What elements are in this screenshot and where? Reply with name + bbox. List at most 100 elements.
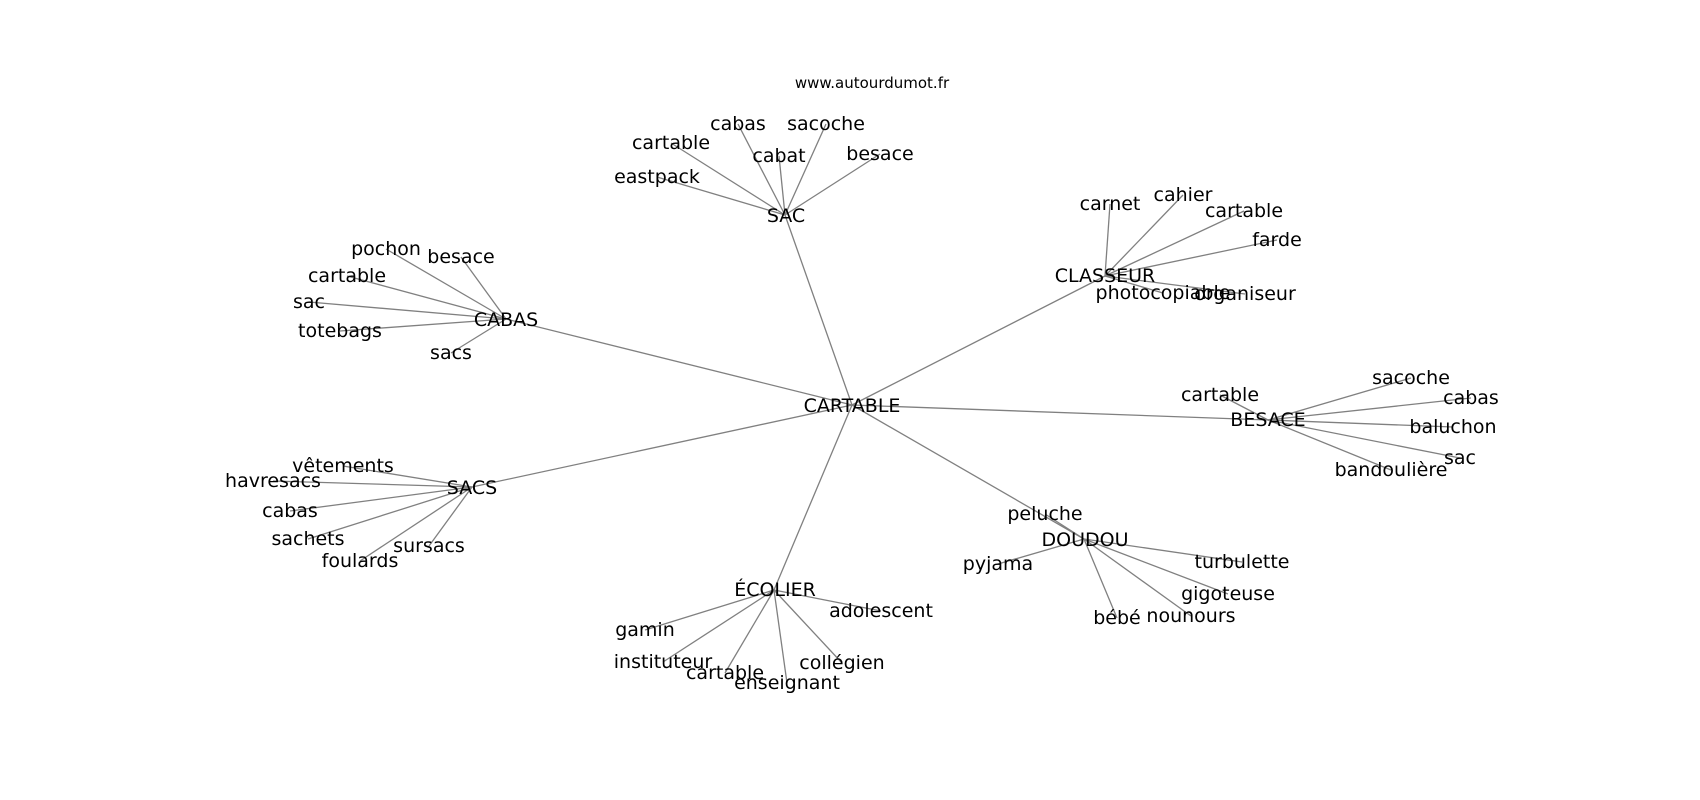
leaf-node: sacoche bbox=[787, 113, 865, 135]
edge-classeur-carnet bbox=[1104, 203, 1111, 277]
edge-cabas-pochon bbox=[385, 248, 507, 320]
leaf-node: cabat bbox=[752, 145, 805, 167]
edge-besace-sac bbox=[1267, 419, 1461, 459]
edge-ecolier-collegien bbox=[773, 589, 843, 664]
edge-cabas-sac bbox=[308, 301, 507, 320]
leaf-node: foulards bbox=[322, 550, 399, 572]
edge-besace-cartable bbox=[1219, 394, 1269, 421]
labels: www.autourdumot.fr CARTABLE SAC cabas sa… bbox=[225, 74, 1499, 694]
edge-center-besace bbox=[851, 404, 1269, 421]
leaf-node: organiseur bbox=[1194, 283, 1296, 305]
edge-ecolier-gamin bbox=[644, 589, 775, 631]
leaf-node: cartable bbox=[1205, 200, 1283, 222]
edge-sac-cabat bbox=[778, 155, 786, 216]
edge-doudou-turbulette bbox=[1083, 538, 1243, 563]
leaf-node: havresacs bbox=[225, 470, 321, 492]
leaf-node: sachets bbox=[271, 528, 344, 550]
leaf-node: sac bbox=[293, 291, 325, 313]
edge-center-cabas bbox=[505, 318, 853, 406]
edges bbox=[272, 123, 1472, 684]
leaf-node: gamin bbox=[615, 619, 675, 641]
watermark: www.autourdumot.fr bbox=[795, 74, 950, 92]
leaf-node: enseignant bbox=[734, 672, 840, 694]
leaf-node: cartable bbox=[1181, 384, 1259, 406]
edge-doudou-pyjama bbox=[997, 538, 1085, 565]
edge-sacs-vetements bbox=[342, 465, 473, 488]
leaf-node: besace bbox=[846, 143, 913, 165]
leaf-node: sacs bbox=[430, 342, 472, 364]
hub-node-cabas: CABAS bbox=[474, 309, 538, 331]
edge-classeur-photocopiable bbox=[1104, 275, 1164, 294]
leaf-node: carnet bbox=[1080, 193, 1141, 215]
edge-besace-bandouliere bbox=[1267, 419, 1392, 471]
hub-node-sac: SAC bbox=[767, 205, 805, 227]
edge-center-sacs bbox=[471, 404, 853, 488]
hub-node-classeur: CLASSEUR bbox=[1055, 265, 1156, 287]
leaf-node: bandoulière bbox=[1335, 459, 1448, 481]
edge-besace-cabas bbox=[1267, 397, 1472, 421]
edge-classeur-cartable bbox=[1104, 210, 1245, 277]
edge-cabas-cartable bbox=[346, 275, 507, 320]
leaf-node: collégien bbox=[799, 652, 884, 674]
edge-center-sac bbox=[784, 214, 853, 406]
leaf-node: pyjama bbox=[963, 553, 1033, 575]
leaf-node: baluchon bbox=[1409, 416, 1496, 438]
leaf-node: eastpack bbox=[614, 166, 700, 188]
edge-sacs-foulards bbox=[359, 486, 473, 562]
edge-sac-besace bbox=[784, 153, 881, 216]
leaf-node: photocopiable bbox=[1096, 282, 1231, 304]
edge-center-doudou bbox=[851, 404, 1085, 540]
leaf-node: cartable bbox=[308, 265, 386, 287]
leaf-node: cartable bbox=[632, 132, 710, 154]
leaf-node: cahier bbox=[1154, 184, 1213, 206]
edge-sac-cabas bbox=[737, 123, 786, 216]
edge-sac-eastpack bbox=[656, 176, 786, 216]
hub-node-ecolier: ÉCOLIER bbox=[734, 578, 816, 601]
edge-classeur-farde bbox=[1104, 239, 1278, 277]
edge-cabas-besace bbox=[460, 256, 507, 320]
leaf-node: peluche bbox=[1007, 503, 1082, 525]
edge-classeur-organiseur bbox=[1104, 275, 1246, 295]
edge-ecolier-cartable bbox=[724, 589, 775, 674]
edge-center-ecolier bbox=[773, 404, 853, 591]
edge-doudou-peluche bbox=[1044, 513, 1085, 540]
edge-besace-baluchon bbox=[1267, 419, 1454, 428]
leaf-node: sacoche bbox=[1372, 367, 1450, 389]
leaf-node: adolescent bbox=[829, 600, 933, 622]
edge-doudou-nounours bbox=[1083, 538, 1192, 617]
leaf-node: cabas bbox=[710, 113, 766, 135]
edge-sacs-sachets bbox=[307, 486, 473, 540]
leaf-node: pochon bbox=[351, 238, 421, 260]
edge-cabas-sacs bbox=[450, 318, 507, 354]
leaf-node: bébé bbox=[1093, 607, 1141, 629]
leaf-node: instituteur bbox=[614, 651, 713, 673]
leaf-node: turbulette bbox=[1195, 551, 1290, 573]
leaf-node: totebags bbox=[298, 320, 382, 342]
edge-ecolier-instituteur bbox=[662, 589, 775, 663]
leaf-node: gigoteuse bbox=[1181, 583, 1275, 605]
edge-doudou-bebe bbox=[1083, 538, 1118, 619]
hub-node-doudou: DOUDOU bbox=[1042, 529, 1129, 551]
leaf-node: vêtements bbox=[292, 455, 394, 477]
edge-doudou-gigoteuse bbox=[1083, 538, 1229, 595]
edge-sac-cartable bbox=[670, 142, 786, 216]
edge-sac-sacoche bbox=[784, 123, 827, 216]
leaf-node: besace bbox=[427, 246, 494, 268]
leaf-node: farde bbox=[1252, 229, 1302, 251]
leaf-node: cabas bbox=[1443, 387, 1499, 409]
edge-sacs-havresacs bbox=[272, 480, 473, 488]
leaf-node: sursacs bbox=[393, 535, 465, 557]
edge-sacs-sursacs bbox=[428, 486, 473, 547]
edge-sacs-cabas bbox=[289, 486, 473, 512]
edge-besace-sacoche bbox=[1267, 377, 1412, 421]
leaf-node: nounours bbox=[1146, 605, 1235, 627]
leaf-node: cabas bbox=[262, 500, 318, 522]
leaf-node: sac bbox=[1444, 447, 1476, 469]
hub-node-sacs: SACS bbox=[447, 477, 497, 499]
edge-center-classeur bbox=[851, 275, 1106, 406]
edge-cabas-totebags bbox=[339, 318, 507, 332]
center-node: CARTABLE bbox=[804, 395, 901, 417]
edge-classeur-cahier bbox=[1104, 194, 1184, 277]
hub-node-besace: BESACE bbox=[1230, 409, 1305, 431]
